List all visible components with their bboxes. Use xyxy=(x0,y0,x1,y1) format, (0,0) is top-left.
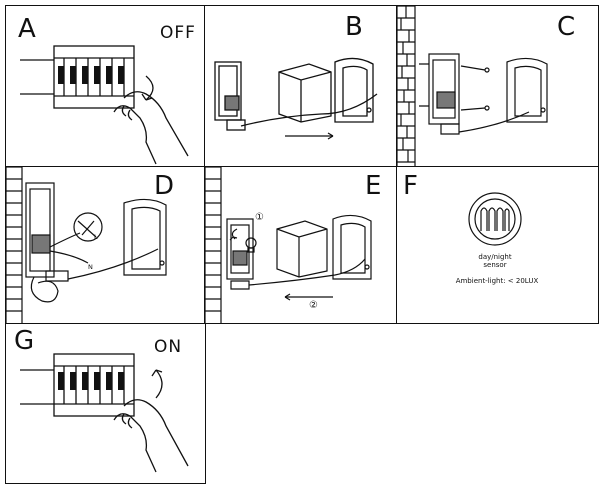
step-number-1: ① xyxy=(255,212,264,223)
panel-f: F day/night sensor Ambient-light: < 20LU… xyxy=(396,166,599,324)
day-night-sensor-illustration xyxy=(468,192,522,246)
sensor-label-line2: sensor xyxy=(483,261,507,269)
sensor-label-line1: day/night xyxy=(478,253,512,261)
step-letter-b: B xyxy=(345,12,363,42)
step-letter-d: D xyxy=(154,171,175,201)
remove-cover-illustration xyxy=(214,57,378,140)
wire-label-n: N xyxy=(88,263,93,271)
step-word-off: OFF xyxy=(160,23,196,43)
step-letter-c: C xyxy=(557,12,576,42)
step-letter-f: F xyxy=(403,171,418,201)
breaker-on-illustration xyxy=(20,353,189,473)
panel-e: E ① ② xyxy=(204,166,397,324)
panel-g: G ON xyxy=(5,323,206,484)
mount-base-illustration xyxy=(397,6,548,166)
ambient-light-spec: Ambient-light: < 20LUX xyxy=(455,277,539,285)
step-word-on: ON xyxy=(154,337,183,357)
step-letter-a: A xyxy=(18,14,36,44)
refit-cover-illustration xyxy=(205,167,372,323)
wiring-illustration xyxy=(6,167,167,323)
step-letter-e: E xyxy=(365,171,382,201)
step-letter-g: G xyxy=(14,326,35,356)
panel-a: A OFF xyxy=(5,5,206,167)
breaker-off-illustration xyxy=(20,45,189,165)
panel-d: D L N xyxy=(5,166,206,324)
step-number-2: ② xyxy=(309,300,318,311)
panel-b: B xyxy=(204,5,397,167)
panel-c: C xyxy=(396,5,599,167)
